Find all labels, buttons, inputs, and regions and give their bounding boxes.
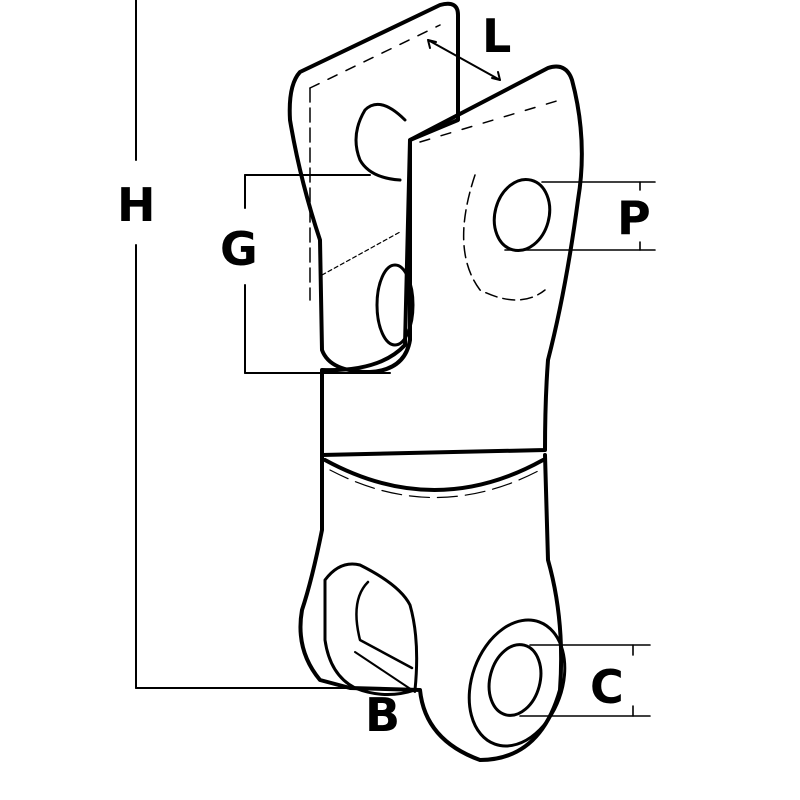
label-g: G (220, 222, 258, 276)
dimension-l-arrow (427, 39, 501, 81)
label-c: C (590, 660, 624, 714)
lower-fork-slot (323, 562, 419, 696)
bottom-eye-hole (487, 643, 543, 717)
label-b: B (365, 688, 401, 742)
upper-fork-back-plate (287, 1, 460, 374)
label-h: H (117, 178, 156, 232)
label-p: P (617, 191, 651, 245)
top-eye-hole (492, 178, 552, 252)
dimension-h-line (135, 0, 351, 689)
dimension-p-lines (504, 181, 656, 251)
back-hole-lower (375, 263, 415, 347)
dimension-g-bracket (244, 174, 391, 374)
label-l: L (482, 9, 512, 63)
swivel-joint (323, 458, 545, 492)
dimension-c-lines (519, 644, 651, 717)
bottom-eye-outer (467, 618, 567, 748)
upper-pin (354, 102, 407, 182)
dimension-b-arrow (354, 651, 416, 693)
swivel-body (298, 453, 564, 762)
upper-fork-front-plate (320, 64, 584, 457)
